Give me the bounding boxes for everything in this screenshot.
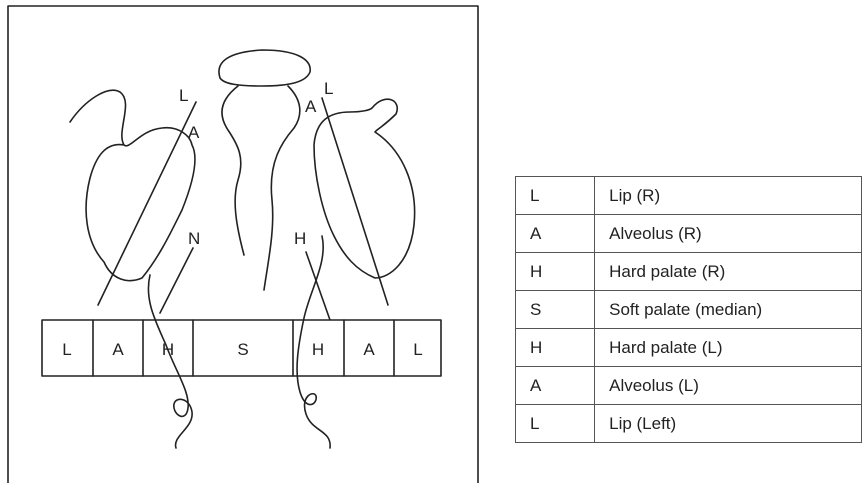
legend-code: H xyxy=(516,329,595,367)
legend-row: L Lip (Left) xyxy=(516,405,862,443)
segment-label: A xyxy=(112,340,124,359)
legend-row: S Soft palate (median) xyxy=(516,291,862,329)
legend-description: Hard palate (L) xyxy=(595,329,862,367)
legend-code: H xyxy=(516,253,595,291)
legend-description: Hard palate (R) xyxy=(595,253,862,291)
diagram-frame xyxy=(8,6,478,483)
legend-description: Alveolus (L) xyxy=(595,367,862,405)
pointer-label-left-lip: L xyxy=(179,86,188,105)
pointer-label-right-lip: L xyxy=(324,79,333,98)
central-stem-shape xyxy=(222,86,244,255)
legend-description: Soft palate (median) xyxy=(595,291,862,329)
legend-description: Lip (R) xyxy=(595,177,862,215)
pointer-label-right-hard-palate: H xyxy=(294,229,306,248)
segment-label: A xyxy=(363,340,375,359)
segment-label: L xyxy=(413,340,422,359)
right-segment-outline xyxy=(314,99,415,278)
legend-code: S xyxy=(516,291,595,329)
segment-label: S xyxy=(237,340,248,359)
legend-row: A Alveolus (R) xyxy=(516,215,862,253)
pointer-label-left-nasal: N xyxy=(188,229,200,248)
central-cap-shape xyxy=(219,50,310,86)
legend-row: L Lip (R) xyxy=(516,177,862,215)
legend-row: A Alveolus (L) xyxy=(516,367,862,405)
left-segment-outline xyxy=(70,90,195,280)
central-stem-shape-right xyxy=(264,86,300,290)
legend-description: Lip (Left) xyxy=(595,405,862,443)
right-hard-palate-pointer xyxy=(306,252,330,320)
legend-code: L xyxy=(516,177,595,215)
pointer-label-right-alveolus: A xyxy=(305,97,317,116)
segment-label: H xyxy=(312,340,324,359)
legend-code: A xyxy=(516,215,595,253)
segment-label: L xyxy=(62,340,71,359)
segment-label: H xyxy=(162,340,174,359)
legend-code: A xyxy=(516,367,595,405)
legend-row: H Hard palate (L) xyxy=(516,329,862,367)
pointer-label-left-alveolus: A xyxy=(188,123,200,142)
legend-description: Alveolus (R) xyxy=(595,215,862,253)
legend-code: L xyxy=(516,405,595,443)
legend-row: H Hard palate (R) xyxy=(516,253,862,291)
left-nasal-pointer xyxy=(160,248,193,313)
legend-table: L Lip (R) A Alveolus (R) H Hard palate (… xyxy=(515,176,862,443)
